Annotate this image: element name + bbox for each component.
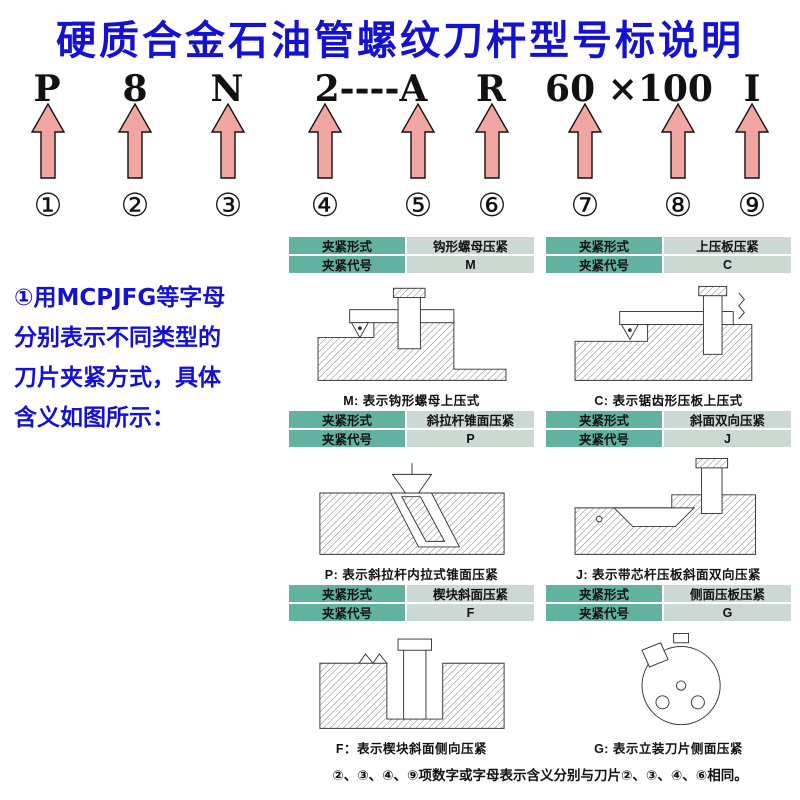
panel-caption: C: 表示锯齿形压板上压式 [594,394,743,408]
position-number: ⑨ [737,186,767,224]
up-arrow-icon [474,102,510,185]
position-number: ⑦ [570,186,600,224]
up-arrow-icon [660,102,696,185]
clamp-panel: 夹紧形式 斜面双向压紧 夹紧代号 J J: 表示带芯杆压板斜面双向压紧 [545,410,792,582]
form-value-cell: 上压板压紧 [663,236,792,255]
note-line: 刀片夹紧方式，具体 [14,365,221,391]
form-value-cell: 钩形螺母压紧 [406,236,535,255]
position-number: ⑧ [663,186,693,224]
code-value-cell: P [406,429,535,448]
clamp-drawing [288,448,535,564]
up-arrow-icon [30,102,66,185]
note-line: 分别表示不同类型的 [14,325,221,351]
code-label-cell: 夹紧代号 [288,255,406,274]
up-arrow-icon [307,102,343,185]
form-value-cell: 侧面压板压紧 [663,584,792,603]
form-label-cell: 夹紧形式 [288,236,406,255]
panel-caption: F：表示楔块斜面侧向压紧 [335,742,488,756]
panel-caption: P: 表示斜拉杆内拉式锥面压紧 [324,568,499,582]
clamp-drawing [545,622,792,738]
form-value-cell: 斜拉杆锥面压紧 [406,410,535,429]
clamp-panel: 夹紧形式 斜拉杆锥面压紧 夹紧代号 P P: 表示斜拉杆内拉式锥面压紧 [288,410,535,582]
up-arrow-icon [210,102,246,185]
code-label-cell: 夹紧代号 [545,255,663,274]
position-number: ④ [310,186,340,224]
clamp-panel: 夹紧形式 楔块斜面压紧 夹紧代号 F F：表示楔块斜面侧向压紧 [288,584,535,756]
code-value-cell: J [663,429,792,448]
clamp-drawing [545,274,792,390]
page-title: 硬质合金石油管螺纹刀杆型号标说明 [56,18,744,64]
form-label-cell: 夹紧形式 [545,584,663,603]
panel-caption: J: 表示带芯杆压板斜面双向压紧 [575,568,762,582]
code-char: I [743,68,761,110]
code-label-cell: 夹紧代号 [545,603,663,622]
code-value-cell: C [663,255,792,274]
position-number: ② [120,186,150,224]
form-label-cell: 夹紧形式 [288,410,406,429]
code-value-cell: M [406,255,535,274]
form-label-cell: 夹紧形式 [288,584,406,603]
clamp-drawing [288,622,535,738]
up-arrow-icon [117,102,153,185]
note-line: 含义如图所示： [14,405,175,431]
code-char: N [210,68,244,110]
panel-caption: G: 表示立装刀片侧面压紧 [594,742,743,756]
code-label-cell: 夹紧代号 [288,429,406,448]
code-char: P [33,68,61,110]
code-value-cell: G [663,603,792,622]
panel-caption: M: 表示钩形螺母上压式 [343,394,480,408]
position-number: ① [33,186,63,224]
code-label-cell: 夹紧代号 [288,603,406,622]
form-label-cell: 夹紧形式 [545,236,663,255]
form-label-cell: 夹紧形式 [545,410,663,429]
clamp-panels-grid: 夹紧形式 钩形螺母压紧 夹紧代号 M M: 表示钩形螺母上压式 夹紧 [288,236,792,756]
position-number: ③ [213,186,243,224]
up-arrow-icon [734,102,770,185]
code-char: R [476,68,506,110]
position-number: ⑤ [403,186,433,224]
clamp-panel: 夹紧形式 侧面压板压紧 夹紧代号 G G: 表示立装刀片侧面压紧 [545,584,792,756]
position-number: ⑥ [477,186,507,224]
clamp-panel: 夹紧形式 上压板压紧 夹紧代号 C C: 表示锯齿形压板上压式 [545,236,792,408]
code-label-cell: 夹紧代号 [545,429,663,448]
form-value-cell: 楔块斜面压紧 [406,584,535,603]
note-text: ①用MCPJFG等字母 分别表示不同类型的 刀片夹紧方式，具体 含义如图所示： [14,278,286,438]
clamp-panel: 夹紧形式 钩形螺母压紧 夹紧代号 M M: 表示钩形螺母上压式 [288,236,535,408]
clamp-drawing [288,274,535,390]
code-char: 2----A [314,68,428,110]
form-value-cell: 斜面双向压紧 [663,410,792,429]
up-arrow-icon [400,102,436,185]
note-line: ①用MCPJFG等字母 [14,285,226,311]
code-char: 60 ×100 [545,68,713,110]
footer-note: ②、③、④、⑨项数字或字母表示含义分别与刀片②、③、④、⑥相同。 [332,768,748,783]
clamp-drawing [545,448,792,564]
code-value-cell: F [406,603,535,622]
up-arrow-icon [567,102,603,185]
